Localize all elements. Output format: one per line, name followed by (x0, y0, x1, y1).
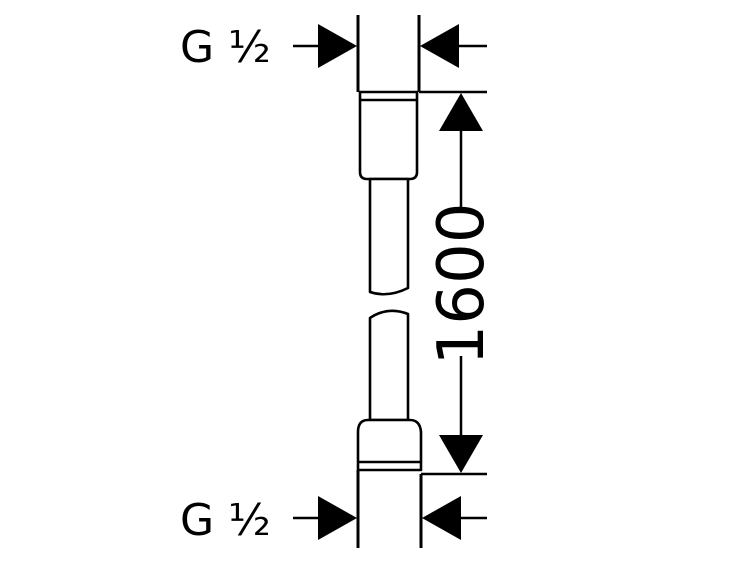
bottom-connector-nut (356, 418, 423, 472)
bottom-thread-label: G ½ (180, 495, 271, 546)
hose-body (356, 90, 423, 472)
length-dimension: 1600 (419, 90, 499, 476)
top-thread-label: G ½ (180, 22, 271, 73)
top-thread-dimension: G ½ (180, 15, 487, 92)
top-connector-nut (358, 90, 419, 181)
bottom-right-arrowhead (422, 496, 461, 540)
length-dimension-label: 1600 (425, 203, 499, 366)
lower-hose-segment (368, 309, 410, 422)
length-top-arrowhead (439, 93, 483, 131)
bottom-thread-dimension: G ½ (180, 470, 487, 548)
top-right-arrowhead (420, 24, 459, 68)
upper-hose-segment (368, 177, 410, 296)
length-bottom-arrowhead (439, 435, 483, 473)
bottom-left-arrowhead (318, 496, 357, 540)
top-left-arrowhead (318, 24, 357, 68)
